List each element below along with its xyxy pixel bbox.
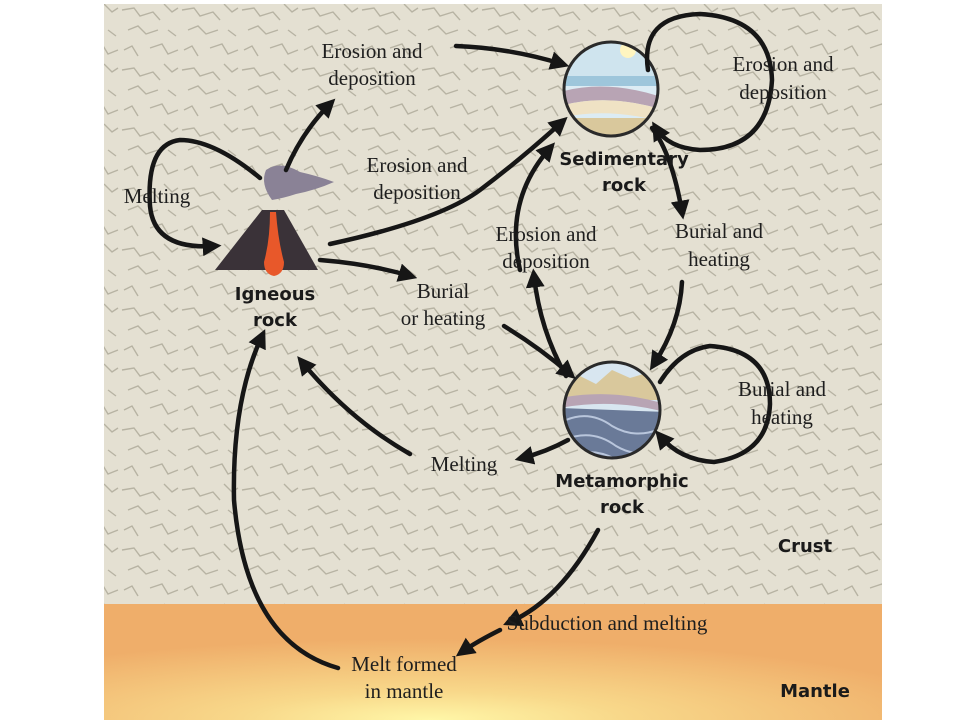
sedimentary-rock-illustration	[562, 40, 660, 138]
volcano-illustration	[215, 165, 334, 276]
region-label-mantle: Mantle	[780, 681, 850, 702]
mantle-region	[104, 604, 882, 720]
region-label-crust: Crust	[778, 536, 833, 557]
label-melting-metamorphic: Melting	[431, 452, 498, 476]
label-melting-self: Melting	[124, 184, 191, 208]
cycle-arrows	[147, 11, 775, 671]
label-subduction: Subduction and melting	[507, 611, 708, 635]
